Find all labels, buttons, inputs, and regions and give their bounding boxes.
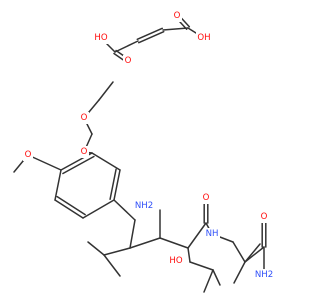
bond: [27, 154, 62, 171]
bond: [244, 243, 261, 263]
bond: [162, 27, 189, 31]
bond: [91, 152, 121, 171]
atom-labels: HO O O OH O O O NH2: [23, 10, 274, 281]
methoxy-oxygen-label: O: [25, 150, 32, 160]
bond: [159, 237, 189, 249]
ether-oxygen-label: O: [81, 147, 88, 157]
atom-label: O: [79, 112, 89, 124]
bond: [136, 27, 164, 41]
bond: [187, 247, 191, 263]
amide-nh-label: NH: [206, 229, 219, 239]
bond: [82, 199, 115, 219]
bond: [212, 269, 221, 286]
atom-label: HO: [168, 255, 184, 267]
bond: [62, 155, 95, 175]
atom-label: O: [259, 211, 269, 223]
bond: [187, 222, 207, 249]
hydroxyl-label: OH: [197, 33, 210, 43]
carbonyl-oxygen-label: O: [125, 56, 132, 66]
bond: [54, 169, 62, 201]
bond: [129, 237, 161, 249]
atom-label: NH: [204, 228, 220, 240]
bond: [233, 261, 246, 284]
bond: [203, 269, 214, 293]
atom-label: HO: [93, 32, 109, 44]
bond: [232, 241, 246, 263]
atom-label: O: [172, 10, 182, 22]
bond: [114, 40, 139, 53]
bond: [109, 168, 117, 200]
bond: [54, 199, 84, 219]
bond: [244, 246, 265, 263]
molecule-structure: HO O O OH O O O NH2: [13, 10, 274, 293]
bond: [137, 30, 165, 44]
hydroxyl-label: HO: [94, 33, 107, 43]
atom-label: O: [123, 55, 133, 67]
ether-oxygen-label: O: [81, 113, 88, 123]
atom-label: NH2: [254, 269, 274, 281]
bond: [129, 219, 136, 249]
bond: [56, 195, 86, 216]
amine-label: NH2: [135, 201, 153, 211]
bond: [98, 81, 114, 101]
bond: [189, 261, 214, 271]
amide-oxygen-label: O: [203, 193, 210, 203]
hydroxyl-label: HO: [169, 256, 182, 266]
carbonyl-oxygen-label: O: [174, 11, 181, 21]
atom-label: O: [79, 146, 89, 158]
atom-label: O: [201, 192, 211, 204]
bond: [113, 169, 121, 201]
bond: [87, 241, 105, 256]
atom-label: O: [23, 149, 33, 161]
bond: [113, 199, 136, 221]
amide-oxygen-label: O: [261, 212, 268, 222]
atom-label: NH2: [134, 200, 154, 212]
bond: [103, 247, 131, 256]
amide-amine-label: NH2: [255, 270, 273, 280]
bond: [103, 254, 121, 277]
bonds: [13, 14, 267, 293]
atom-label: OH: [196, 32, 212, 44]
